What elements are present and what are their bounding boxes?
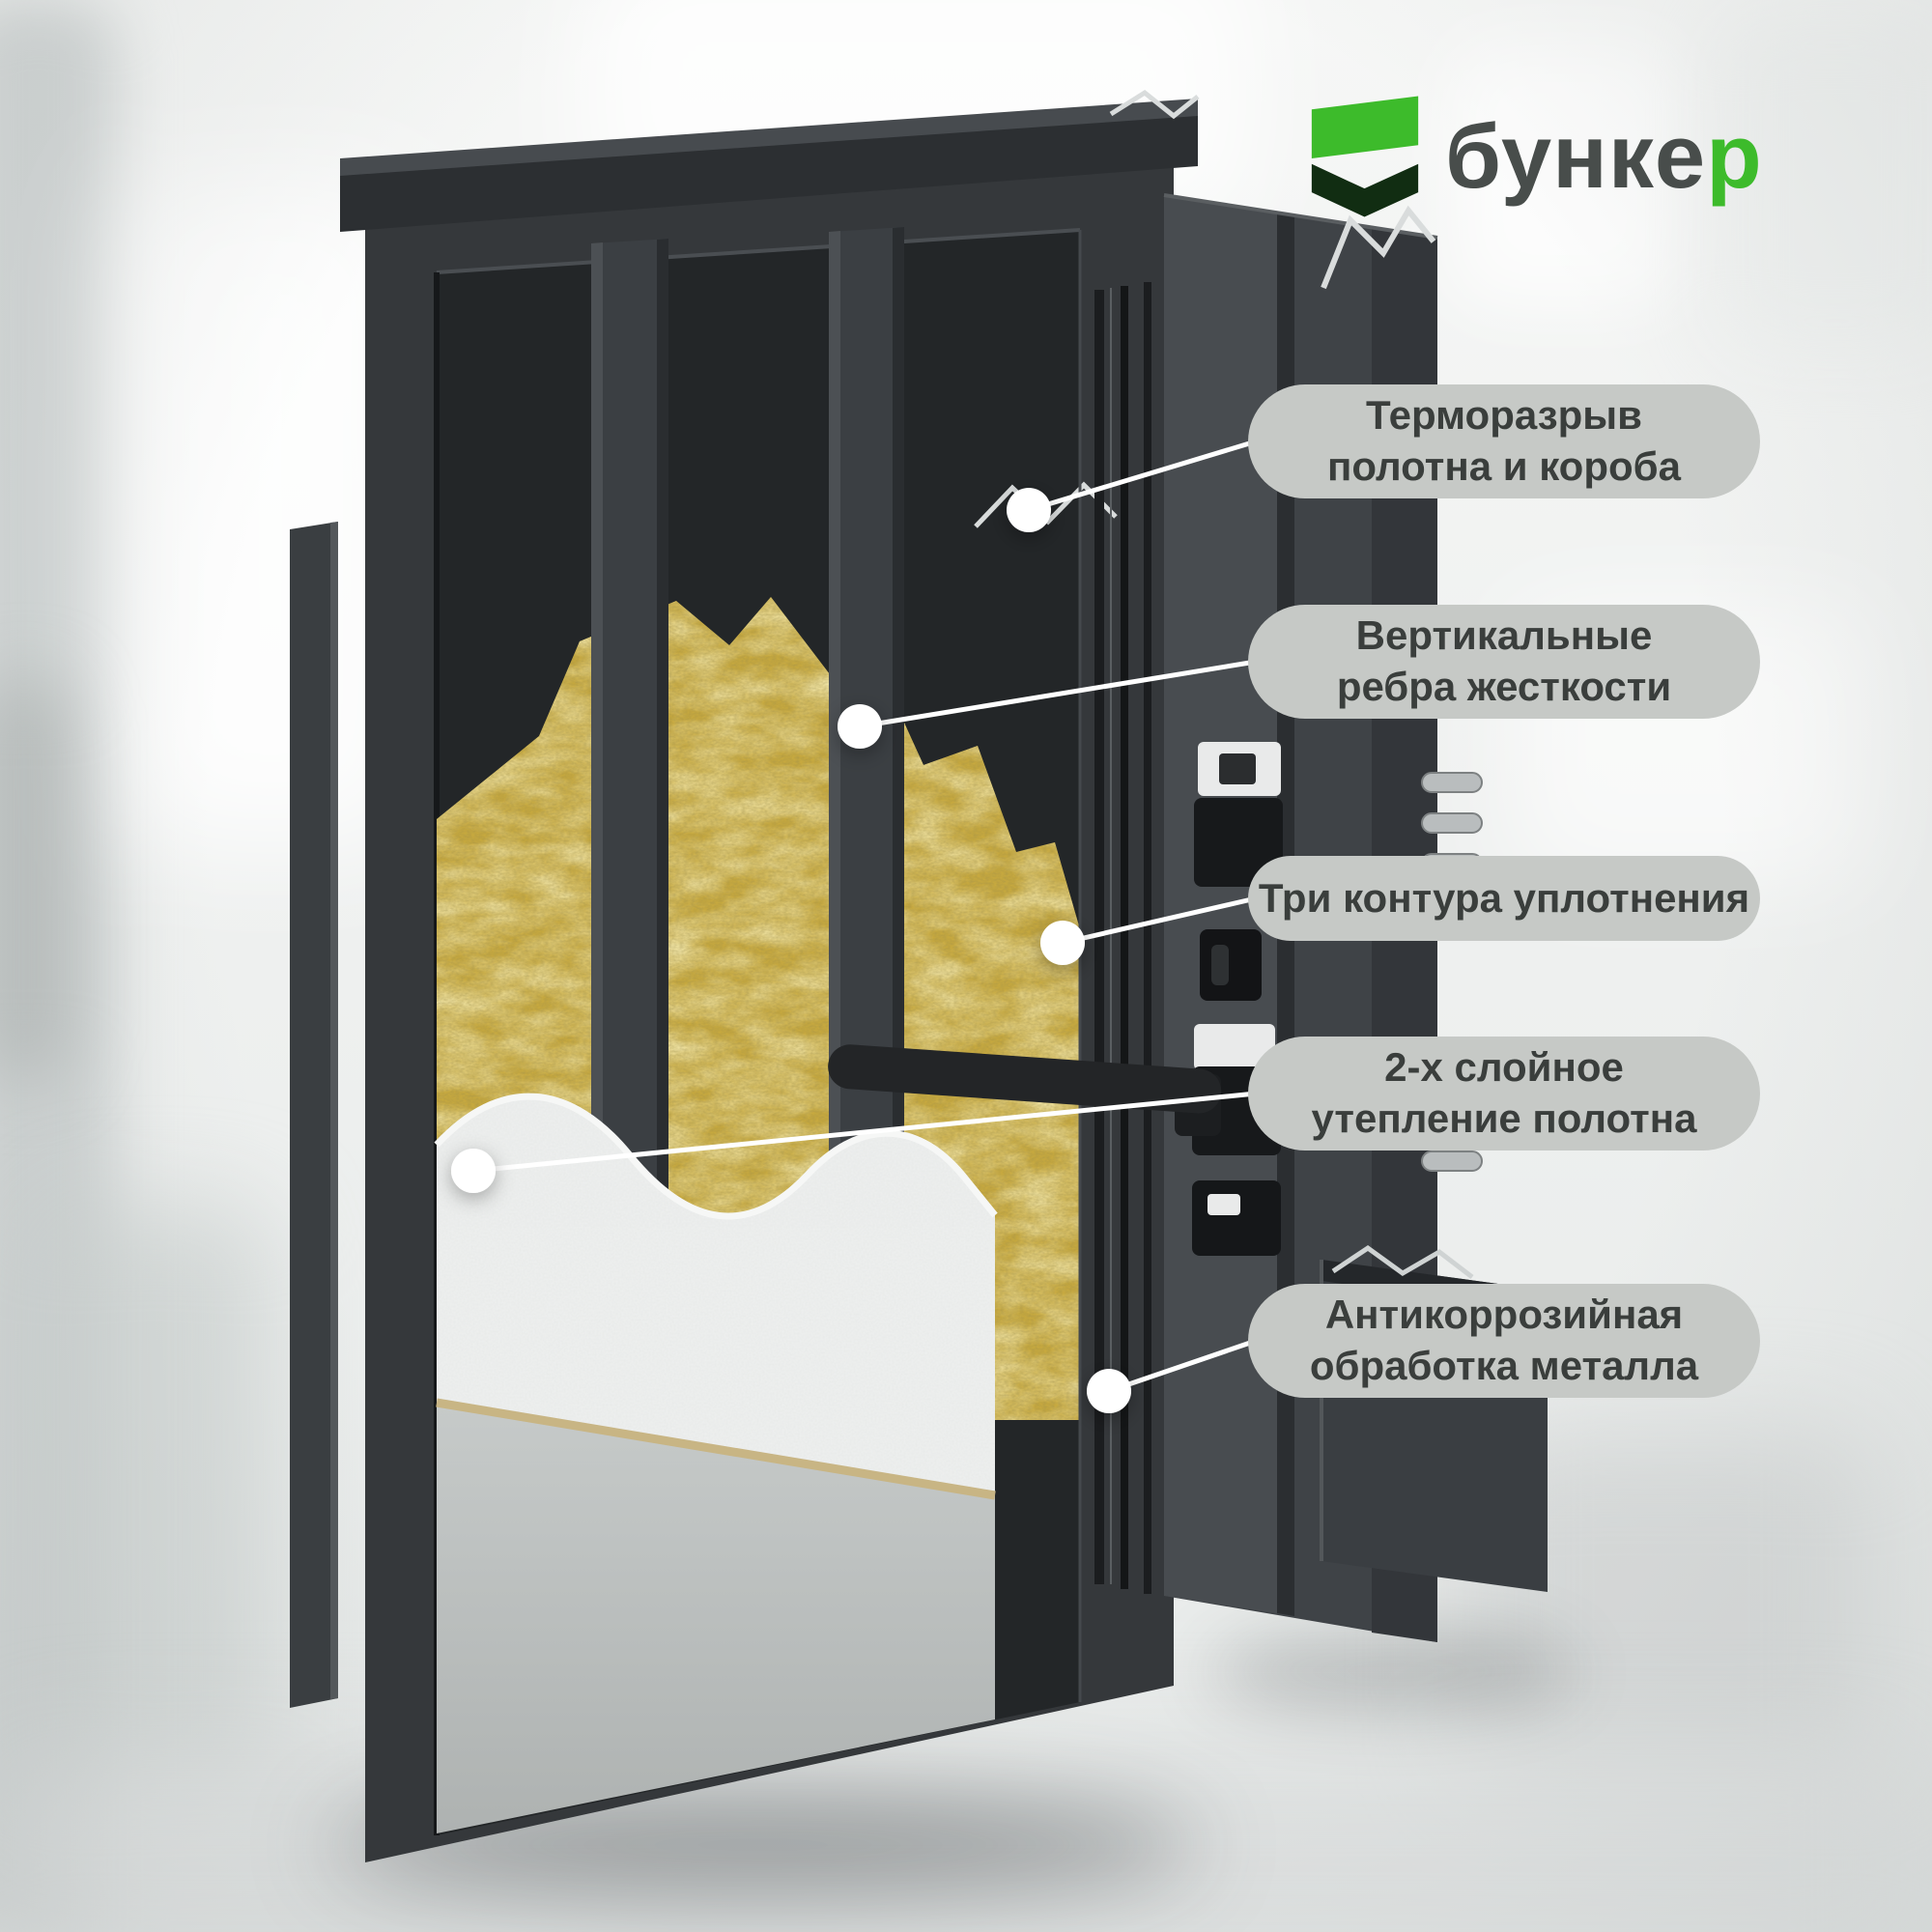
- callout-line: [859, 659, 1257, 729]
- callout-pill-vertical-ribs: Вертикальные ребра жесткости: [1248, 605, 1760, 719]
- callout-label: Антикоррозийная: [1324, 1292, 1684, 1338]
- brand-logo-icon: [1311, 96, 1419, 217]
- callout-line: [1108, 1338, 1257, 1394]
- callout-line: [1028, 439, 1257, 513]
- inner-panel: [436, 1398, 996, 1833]
- brand-logo: бункер: [1306, 93, 1763, 220]
- callout-label: ребра жесткости: [1336, 664, 1672, 709]
- background-blur-shape: [0, 1758, 1932, 1932]
- logo-word-main: бунке: [1445, 105, 1707, 207]
- callout-pill-anticorrosion: Антикоррозийная обработка металла: [1248, 1284, 1760, 1398]
- logo-green-band: [1311, 96, 1419, 158]
- callout-pill-sealing-contours: Три контура уплотнения: [1248, 856, 1760, 941]
- callout-dots: [451, 488, 1131, 1413]
- background-blur-shape: [1449, 39, 1681, 309]
- callout-label: Три контура уплотнения: [1258, 874, 1750, 921]
- callout-dot: [1087, 1369, 1131, 1413]
- callout-dot: [451, 1149, 496, 1193]
- brand-logo-text: бункер: [1445, 104, 1763, 209]
- callout-label: Вертикальные: [1355, 612, 1653, 659]
- logo-word-accent: р: [1706, 105, 1763, 207]
- background-blur-shape: [1719, 19, 1932, 348]
- callout-dot: [838, 704, 882, 749]
- door-trim-strip: [290, 522, 338, 1708]
- callout-dot: [1040, 921, 1085, 965]
- background-blur-shape: [39, 1208, 270, 1806]
- callout-label: обработка металла: [1309, 1343, 1699, 1388]
- vertical-rib: [591, 239, 668, 1243]
- callout-label: Терморазрыв: [1366, 392, 1642, 439]
- frame-top-molding: [340, 89, 1200, 232]
- logo-dark-chevron: [1311, 163, 1419, 217]
- callout-label: полотна и короба: [1327, 443, 1681, 489]
- door-leaf-shadow: [1208, 1633, 1575, 1710]
- callout-label: утепление полотна: [1311, 1095, 1697, 1141]
- callout-pill-two-layer-insulation: 2-х слойное утепление полотна: [1248, 1037, 1760, 1151]
- sealing-contours: [1078, 230, 1151, 1702]
- callout-lines: [472, 439, 1257, 1394]
- callout-line: [1062, 895, 1257, 946]
- callout-label: 2-х слойное: [1384, 1044, 1624, 1091]
- callout-pill-thermal-break: Терморазрыв полотна и короба: [1248, 384, 1760, 498]
- door-handle: [828, 1044, 1222, 1136]
- background-blur-shape: [0, 676, 68, 1082]
- callout-line: [472, 1091, 1257, 1174]
- callout-dot: [1007, 488, 1051, 532]
